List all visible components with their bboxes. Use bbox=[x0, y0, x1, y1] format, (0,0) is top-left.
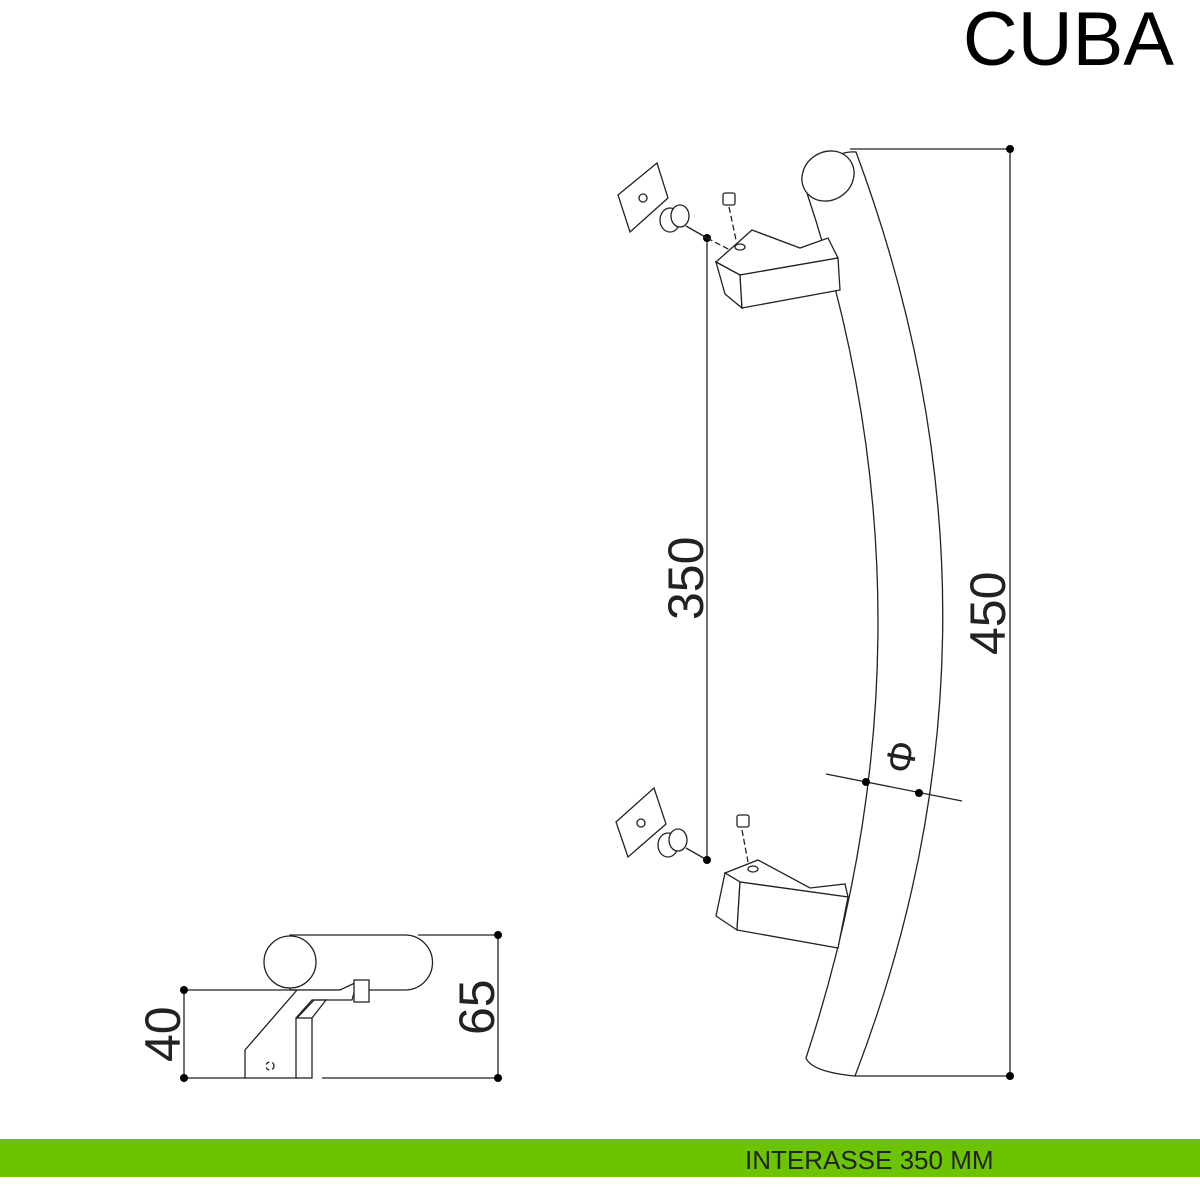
diameter-symbol: Φ bbox=[878, 737, 927, 776]
side-view: 40 65 bbox=[135, 931, 505, 1082]
dimension-450: 450 bbox=[850, 145, 1016, 1080]
diameter-callout: Φ bbox=[825, 737, 963, 802]
dimension-40-label: 40 bbox=[135, 1006, 191, 1062]
top-bracket bbox=[617, 161, 841, 310]
dimension-65-label: 65 bbox=[449, 979, 505, 1035]
footer-bar: INTERASSE 350 MM bbox=[0, 1139, 1200, 1177]
product-title: CUBA bbox=[962, 0, 1174, 82]
dimension-350: 350 bbox=[658, 234, 714, 864]
dimension-450-label: 450 bbox=[960, 572, 1016, 655]
footer-label: INTERASSE 350 MM bbox=[745, 1145, 994, 1175]
bottom-bracket bbox=[615, 786, 849, 949]
handle-bar bbox=[801, 150, 944, 1077]
dimension-350-label: 350 bbox=[658, 537, 714, 620]
